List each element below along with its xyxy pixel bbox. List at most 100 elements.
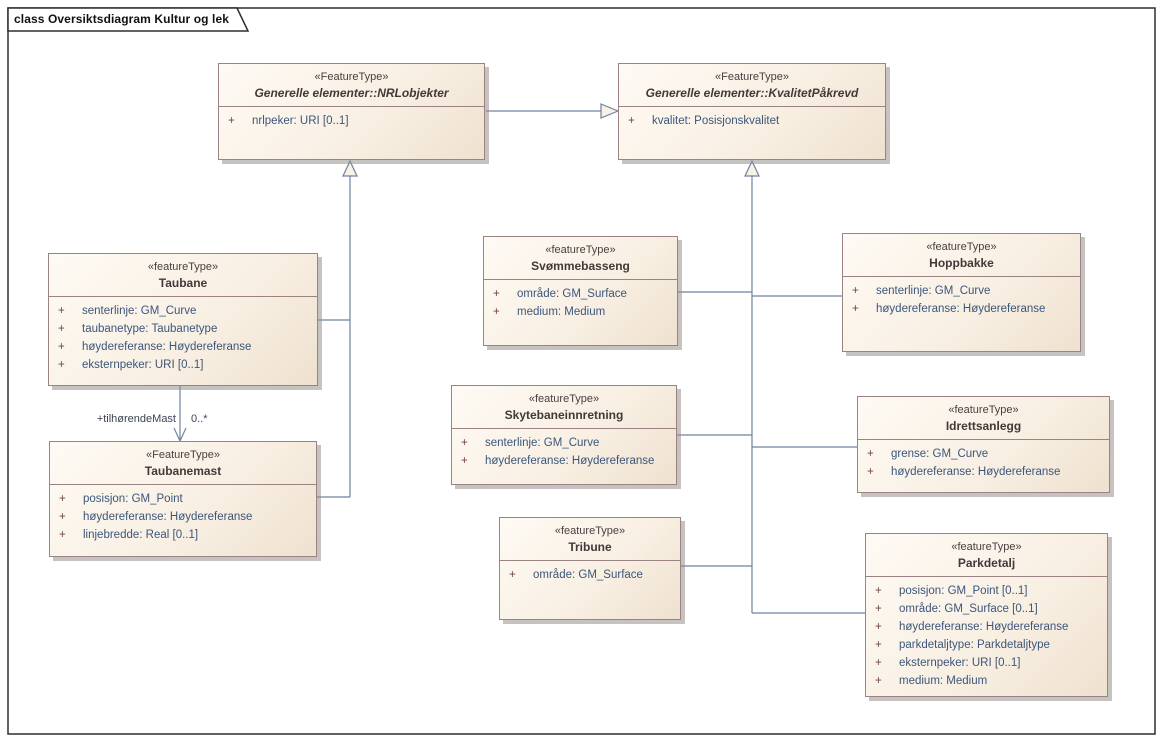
attribute-visibility: + (59, 529, 66, 541)
diagram-frame (7, 7, 1156, 735)
class-box-idrettsanlegg[interactable]: «featureType» Idrettsanlegg + grense: GM… (857, 396, 1110, 493)
class-attributes: + senterlinje: GM_Curve + høydereferanse… (452, 429, 676, 475)
attribute-row: + høydereferanse: Høydereferanse (872, 618, 1101, 636)
attribute-text: medium: Medium (517, 306, 606, 318)
attribute-text: grense: GM_Curve (891, 448, 989, 460)
attribute-row: + medium: Medium (490, 303, 671, 321)
attribute-row: + linjebredde: Real [0..1] (56, 526, 310, 544)
generalization-nrlobjekter-to-kvalitetpakrevd[interactable] (486, 103, 620, 119)
association-multiplicity-label[interactable]: 0..* (191, 413, 208, 425)
attribute-visibility: + (628, 115, 635, 127)
attribute-row: + høydereferanse: Høydereferanse (458, 452, 670, 470)
class-header: «featureType» Skytebaneinnretning (452, 386, 676, 429)
attribute-text: taubanetype: Taubanetype (82, 323, 218, 335)
class-attributes: + senterlinje: GM_Curve + høydereferanse… (843, 277, 1080, 323)
attribute-text: eksternpeker: URI [0..1] (899, 657, 1021, 669)
attribute-visibility: + (58, 341, 65, 353)
attribute-text: senterlinje: GM_Curve (876, 285, 991, 297)
diagram-title: class Oversiktsdiagram Kultur og lek (14, 12, 230, 26)
class-name: Skytebaneinnretning (504, 408, 624, 422)
attribute-visibility: + (461, 437, 468, 449)
attribute-row: + høydereferanse: Høydereferanse (849, 300, 1074, 318)
class-stereotype: «featureType» (554, 525, 626, 537)
attribute-visibility: + (875, 675, 882, 687)
attribute-row: + høydereferanse: Høydereferanse (56, 508, 310, 526)
class-name: Generelle elementer::NRLobjekter (254, 86, 449, 100)
attribute-text: område: GM_Surface [0..1] (899, 603, 1038, 615)
attribute-visibility: + (59, 493, 66, 505)
association-role-label[interactable]: +tilhørendeMast (96, 413, 176, 425)
attribute-text: kvalitet: Posisjonskvalitet (652, 115, 780, 127)
attribute-text: parkdetaljtype: Parkdetaljtype (899, 639, 1050, 651)
class-name: Parkdetalj (957, 556, 1016, 570)
class-stereotype: «featureType» (948, 404, 1019, 416)
attribute-visibility: + (461, 455, 468, 467)
attribute-visibility: + (59, 511, 66, 523)
class-box-taubanemast[interactable]: «FeatureType» Taubanemast + posisjon: GM… (49, 441, 317, 557)
class-box-hoppbakke[interactable]: «featureType» Hoppbakke + senterlinje: G… (842, 233, 1081, 352)
attribute-text: senterlinje: GM_Curve (485, 437, 600, 449)
attribute-visibility: + (852, 303, 859, 315)
attribute-text: nrlpeker: URI [0..1] (252, 115, 349, 127)
class-name: Tribune (568, 540, 612, 554)
generalization-taubane-taubanemast-to-nrlobjekter[interactable] (317, 159, 358, 498)
attribute-visibility: + (875, 603, 882, 615)
generalization-arrowhead (744, 159, 760, 177)
class-header: «featureType» Parkdetalj (866, 534, 1107, 577)
class-box-svommebasseng[interactable]: «featureType» Svømmebasseng + område: GM… (483, 236, 678, 346)
attribute-visibility: + (875, 621, 882, 633)
class-name: Idrettsanlegg (945, 419, 1022, 433)
class-box-skytebaneinnretning[interactable]: «featureType» Skytebaneinnretning + sent… (451, 385, 677, 485)
class-box-kvalitetpakrevd[interactable]: «FeatureType» Generelle elementer::Kvali… (618, 63, 886, 160)
class-attributes: + område: GM_Surface (500, 561, 680, 589)
attribute-row: + posisjon: GM_Point [0..1] (872, 582, 1101, 600)
attribute-text: høydereferanse: Høydereferanse (82, 341, 252, 353)
attribute-visibility: + (58, 359, 65, 371)
class-header: «featureType» Hoppbakke (843, 234, 1080, 277)
attribute-row: + område: GM_Surface (506, 566, 674, 584)
attribute-visibility: + (58, 323, 65, 335)
attribute-text: posisjon: GM_Point [0..1] (899, 585, 1028, 597)
class-header: «FeatureType» Taubanemast (50, 442, 316, 485)
generalization-sports-to-kvalitetpakrevd[interactable] (677, 159, 865, 614)
class-box-parkdetalj[interactable]: «featureType» Parkdetalj + posisjon: GM_… (865, 533, 1108, 697)
attribute-row: + grense: GM_Curve (864, 445, 1103, 463)
attribute-visibility: + (493, 288, 500, 300)
attribute-visibility: + (58, 305, 65, 317)
attribute-row: + taubanetype: Taubanetype (55, 320, 311, 338)
attribute-visibility: + (509, 569, 516, 581)
class-stereotype: «FeatureType» (146, 449, 220, 461)
class-attributes: + posisjon: GM_Point + høydereferanse: H… (50, 485, 316, 549)
class-box-taubane[interactable]: «featureType» Taubane + senterlinje: GM_… (48, 253, 318, 386)
class-stereotype: «featureType» (545, 244, 616, 256)
class-name: Hoppbakke (929, 256, 994, 270)
attribute-text: høydereferanse: Høydereferanse (485, 455, 655, 467)
class-box-tribune[interactable]: «featureType» Tribune + område: GM_Surfa… (499, 517, 681, 620)
class-header: «FeatureType» Generelle elementer::NRLob… (219, 64, 484, 107)
class-box-nrlobjekter[interactable]: «FeatureType» Generelle elementer::NRLob… (218, 63, 485, 160)
class-stereotype: «featureType» (951, 541, 1022, 553)
attribute-row: + høydereferanse: Høydereferanse (55, 338, 311, 356)
attribute-text: høydereferanse: Høydereferanse (876, 303, 1046, 315)
generalization-arrowhead (342, 159, 358, 177)
class-stereotype: «featureType» (528, 393, 600, 405)
class-stereotype: «FeatureType» (314, 71, 389, 83)
attribute-row: + eksternpeker: URI [0..1] (55, 356, 311, 374)
attribute-row: + senterlinje: GM_Curve (458, 434, 670, 452)
class-stereotype: «featureType» (147, 261, 219, 273)
class-attributes: + område: GM_Surface + medium: Medium (484, 280, 677, 326)
attribute-text: senterlinje: GM_Curve (82, 305, 197, 317)
attribute-text: høydereferanse: Høydereferanse (899, 621, 1069, 633)
attribute-text: område: GM_Surface (517, 288, 627, 300)
generalization-arrowhead (600, 103, 620, 119)
attribute-row: + område: GM_Surface (490, 285, 671, 303)
diagram-frame-tab (7, 7, 250, 32)
class-attributes: + nrlpeker: URI [0..1] (219, 107, 484, 135)
class-name: Taubanemast (144, 464, 222, 478)
attribute-text: eksternpeker: URI [0..1] (82, 359, 204, 371)
attribute-row: + kvalitet: Posisjonskvalitet (625, 112, 879, 130)
class-header: «featureType» Taubane (49, 254, 317, 297)
class-header: «featureType» Tribune (500, 518, 680, 561)
attribute-row: + høydereferanse: Høydereferanse (864, 463, 1103, 481)
attribute-text: område: GM_Surface (533, 569, 643, 581)
